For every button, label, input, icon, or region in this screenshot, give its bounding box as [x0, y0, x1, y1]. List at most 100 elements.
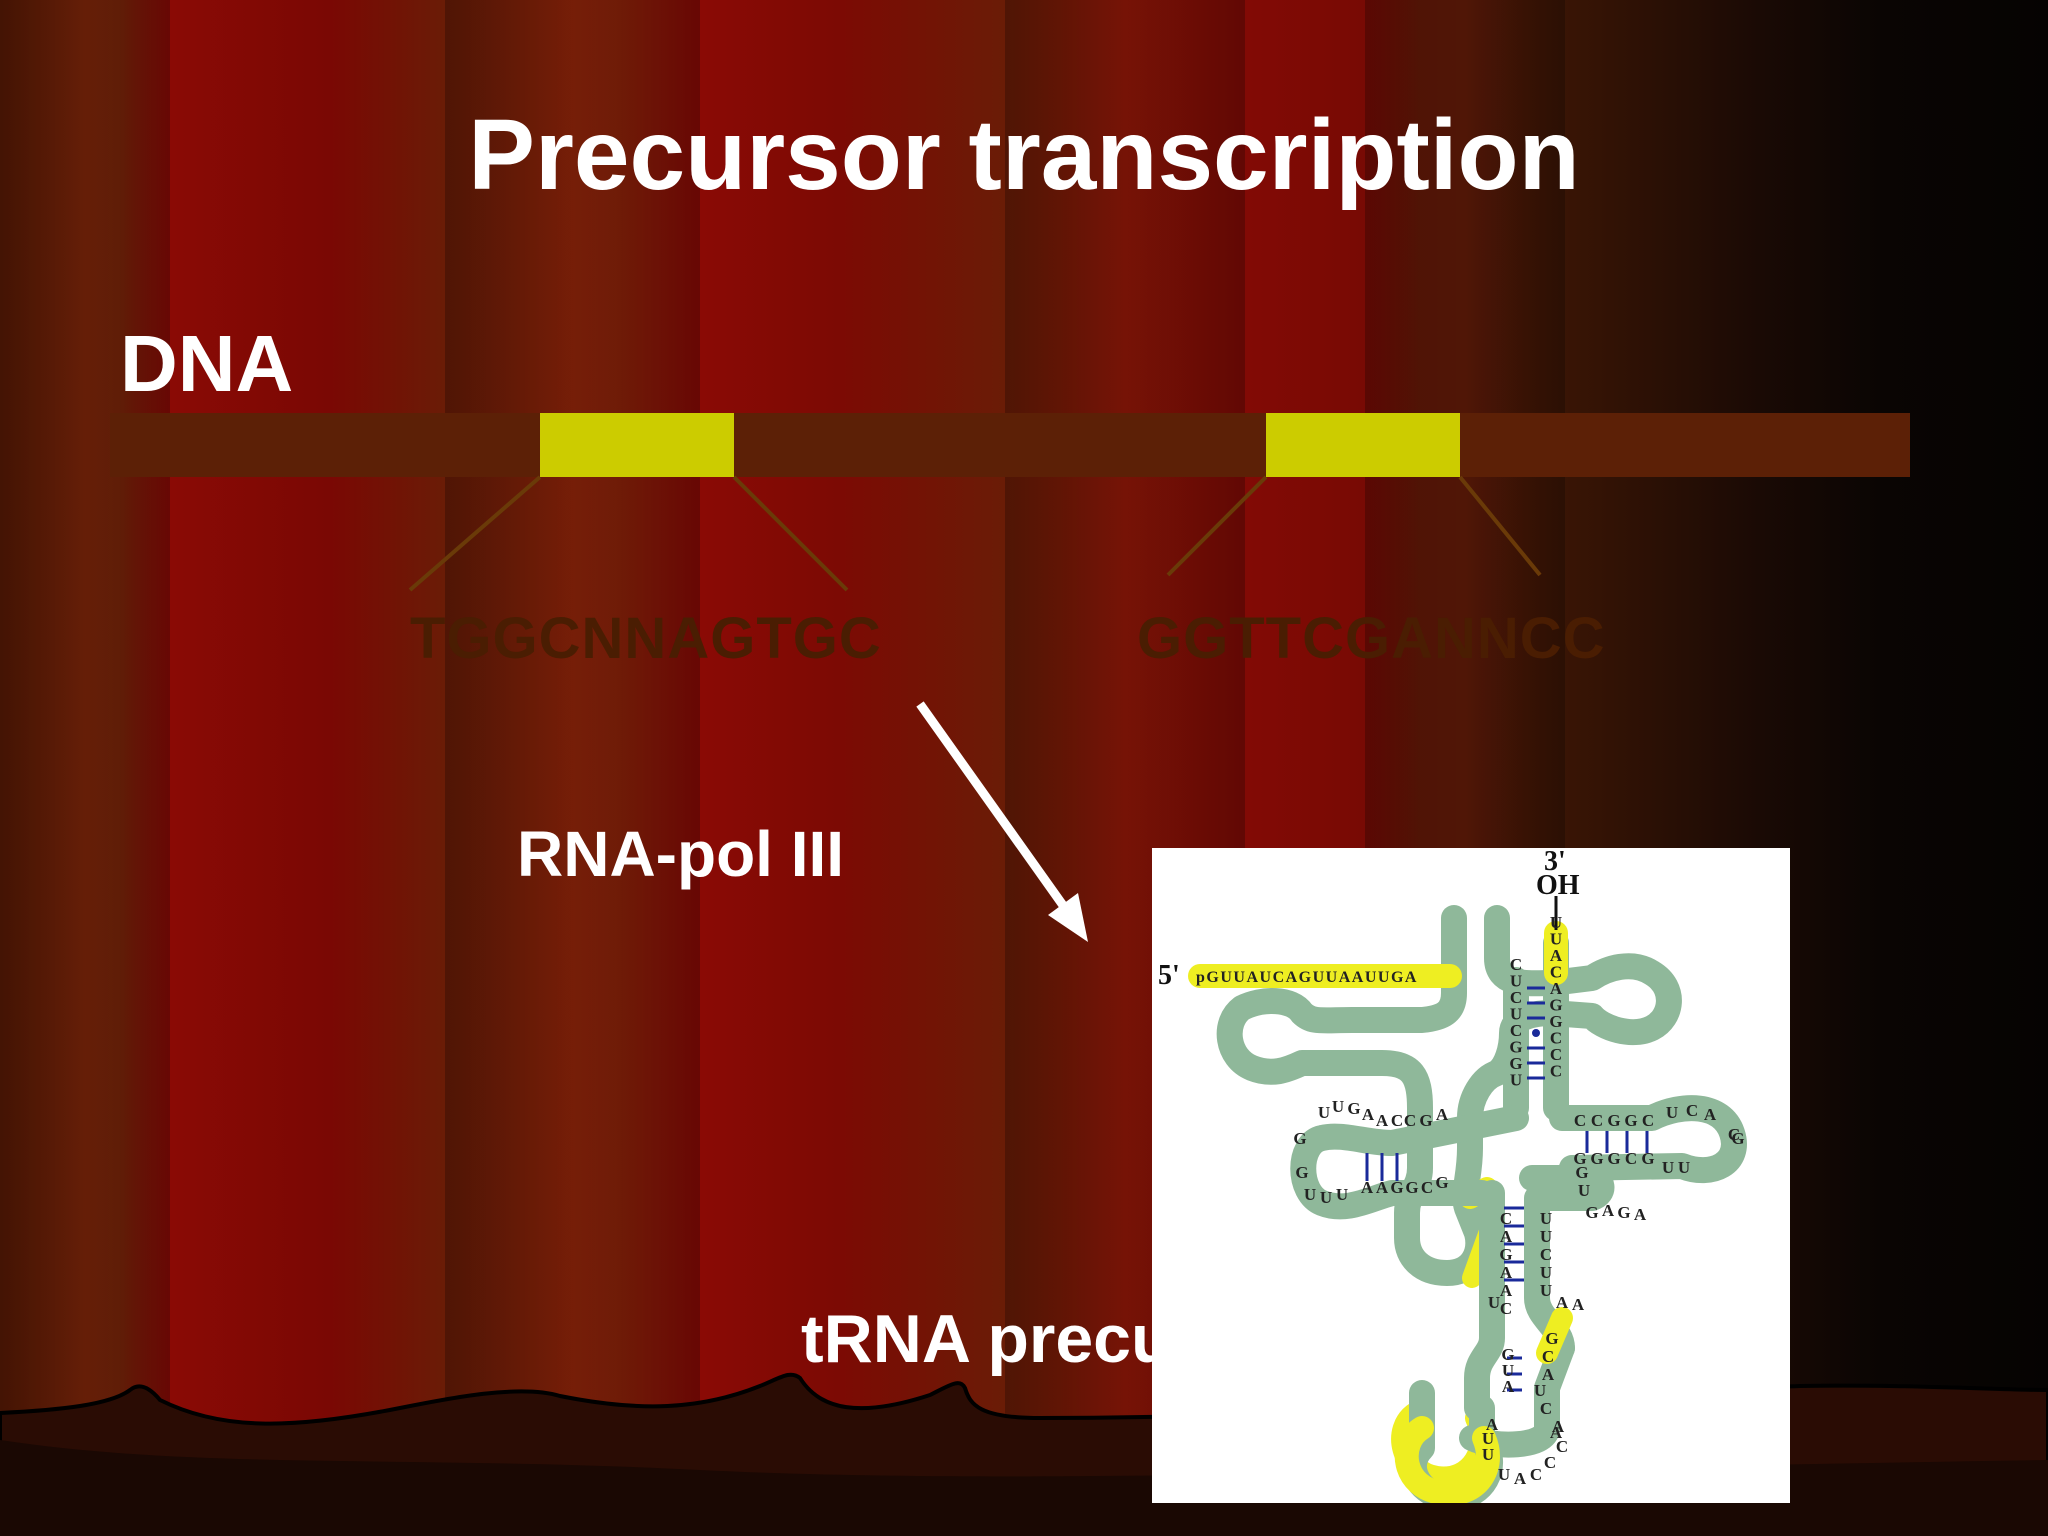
nucleotide-acceptor-5prime-strand: C — [1510, 988, 1522, 1007]
nucleotide-anticodon-stem-left: A — [1500, 1281, 1513, 1300]
nucleotide-lower-stem-left: A — [1502, 1377, 1515, 1396]
nucleotide-acceptor-3prime-strand: U — [1550, 913, 1562, 932]
box-b-right-connector — [1458, 475, 1542, 577]
nucleotide-t-arm-top: C — [1591, 1111, 1603, 1130]
rna-polymerase-label: RNA-pol III — [517, 818, 845, 890]
nucleotide-t-arm-bottom: G — [1607, 1149, 1620, 1168]
nucleotide-d-arm-top: C — [1404, 1111, 1416, 1130]
nucleotide-anticodon-loop: A — [1550, 1423, 1563, 1442]
nucleotide-t-arm-bottom: C — [1728, 1125, 1740, 1144]
nucleotide-d-arm-bottom: A — [1361, 1178, 1374, 1197]
nucleotide-acceptor-3prime-strand: C — [1550, 963, 1562, 982]
nucleotide-anticodon-loop: U — [1482, 1429, 1494, 1448]
nucleotide-acceptor-3prime-strand: C — [1550, 1045, 1562, 1064]
nucleotide-variable-region: G — [1617, 1203, 1630, 1222]
nucleotide-acceptor-5prime-strand: G — [1509, 1054, 1522, 1073]
nucleotide-lower-stem-left: U — [1502, 1361, 1514, 1380]
nucleotide-acceptor-5prime-strand: U — [1510, 972, 1522, 991]
nucleotide-t-arm-bottom: U — [1662, 1158, 1674, 1177]
nucleotide-acceptor-3prime-strand: G — [1549, 1012, 1562, 1031]
nucleotide-anticodon-stem-right: U — [1540, 1227, 1552, 1246]
nucleotide-intron-region: G — [1545, 1329, 1558, 1348]
nucleotide-d-arm-bottom: G — [1435, 1173, 1448, 1192]
box-b-left-connector — [1166, 475, 1268, 577]
nucleotide-d-arm-top: U — [1332, 1097, 1344, 1116]
nucleotide-d-arm-bottom: G — [1390, 1178, 1403, 1197]
box-a-right-connector — [732, 475, 849, 592]
nucleotide-anticodon-stem-right: A — [1556, 1293, 1569, 1312]
nucleotide-anticodon-loop: A — [1514, 1469, 1527, 1488]
nucleotide-d-arm-top: G — [1419, 1111, 1432, 1130]
nucleotide-acceptor-3prime-strand: A — [1550, 946, 1563, 965]
nucleotide-anticodon-stem-left: C — [1500, 1209, 1512, 1228]
nucleotide-d-arm-bottom: C — [1421, 1178, 1433, 1197]
trna-precursor-label: tRNA precu — [801, 1301, 1173, 1377]
nucleotide-variable-region: G — [1585, 1203, 1598, 1222]
nucleotide-anticodon-stem-right: U — [1540, 1209, 1552, 1228]
nucleotide-variable-region: A — [1602, 1201, 1615, 1220]
nucleotide-anticodon-stem-right: C — [1540, 1245, 1552, 1264]
nucleotide-anticodon-stem-left: U — [1488, 1293, 1500, 1312]
nucleotide-t-arm-top: A — [1704, 1105, 1717, 1124]
nucleotide-intron-region: C — [1542, 1347, 1554, 1366]
nucleotide-t-arm-bottom: C — [1625, 1149, 1637, 1168]
nucleotide-d-arm-top: C — [1391, 1111, 1403, 1130]
nucleotide-intron-region: A — [1552, 1417, 1565, 1436]
box-b-region — [1266, 413, 1460, 477]
nucleotide-t-arm-top: C — [1574, 1111, 1586, 1130]
box-a-left-connector — [408, 475, 542, 592]
nucleotide-anticodon-stem-left: C — [1500, 1299, 1512, 1318]
nucleotide-d-arm-top: U — [1318, 1103, 1330, 1122]
nucleotide-d-arm-bottom: U — [1336, 1185, 1348, 1204]
nucleotide-t-arm-top: C — [1686, 1101, 1698, 1120]
nucleotide-anticodon-stem-left: G — [1499, 1245, 1512, 1264]
box-a-region — [540, 413, 734, 477]
nucleotide-acceptor-3prime-strand: C — [1550, 1029, 1562, 1048]
leader-sequence: pGUUAUCAGUUAAUUGA — [1196, 969, 1418, 986]
nucleotide-variable-region: U — [1578, 1181, 1590, 1200]
oh-label: OH — [1536, 870, 1580, 901]
nucleotide-acceptor-3prime-strand: C — [1550, 1062, 1562, 1081]
nucleotide-d-arm-top: G — [1347, 1099, 1360, 1118]
nucleotide-d-arm-top: A — [1362, 1105, 1375, 1124]
nucleotide-acceptor-5prime-strand: U — [1510, 1071, 1522, 1090]
dna-strand — [110, 413, 1910, 477]
box-a-sequence: TGGCNNAGTGC — [410, 606, 882, 671]
nucleotide-anticodon-stem-right: A — [1572, 1295, 1585, 1314]
nucleotide-anticodon-loop: C — [1530, 1465, 1542, 1484]
nucleotide-d-arm-top: A — [1436, 1105, 1449, 1124]
nucleotide-t-arm-top: G — [1624, 1111, 1637, 1130]
base-pair-lines — [1365, 986, 1649, 1392]
nucleotide-variable-region: A — [1634, 1205, 1647, 1224]
nucleotide-t-arm-top: U — [1666, 1103, 1678, 1122]
nucleotide-intron-region: U — [1534, 1381, 1546, 1400]
box-b-sequence: GGTTCGANNCC — [1137, 606, 1606, 671]
gu-wobble-dot — [1532, 1029, 1540, 1037]
nucleotide-t-loop: G — [1731, 1129, 1744, 1148]
nucleotide-d-loop: G — [1293, 1129, 1306, 1148]
nucleotide-anticodon-loop: C — [1556, 1437, 1568, 1456]
nucleotide-d-arm-bottom: G — [1405, 1178, 1418, 1197]
dna-label: DNA — [120, 319, 294, 408]
nucleotide-t-arm-bottom: G — [1590, 1149, 1603, 1168]
nucleotide-acceptor-5prime-strand: G — [1509, 1038, 1522, 1057]
five-prime-label: 5' — [1158, 960, 1180, 991]
nucleotide-anticodon-loop: A — [1486, 1415, 1499, 1434]
nucleotide-acceptor-5prime-strand: C — [1510, 955, 1522, 974]
nucleotide-d-arm-bottom: U — [1320, 1188, 1332, 1207]
nucleotide-anticodon-stem-left: A — [1500, 1263, 1513, 1282]
nucleotide-anticodon-loop: U — [1498, 1465, 1510, 1484]
nucleotide-t-arm-top: G — [1607, 1111, 1620, 1130]
nucleotide-d-arm-bottom: U — [1304, 1185, 1316, 1204]
nucleotide-acceptor-5prime-strand: U — [1510, 1005, 1522, 1024]
slide-title: Precursor transcription — [468, 99, 1580, 211]
nucleotide-lower-stem-left: G — [1501, 1345, 1514, 1364]
three-prime-label: 3' — [1544, 848, 1566, 877]
nucleotide-anticodon-stem-left: A — [1500, 1227, 1513, 1246]
nucleotide-intron-region: A — [1542, 1365, 1555, 1384]
nucleotide-t-arm-bottom: G — [1641, 1149, 1654, 1168]
nucleotide-t-arm-top: C — [1642, 1111, 1654, 1130]
